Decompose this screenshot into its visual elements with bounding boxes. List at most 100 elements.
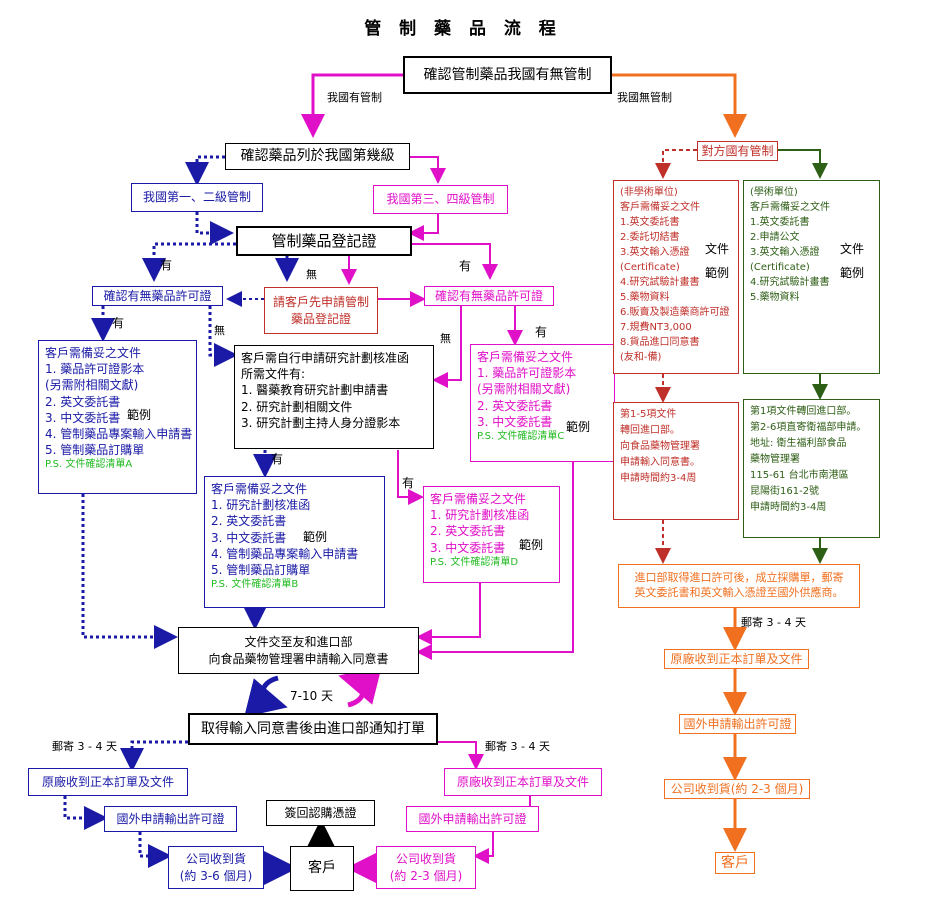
non-academic-line: 8.貨品進口同意書: [620, 337, 700, 348]
return-1-5-line: 申請輸入同意書。: [620, 457, 700, 468]
label-yes-6: 有: [402, 476, 415, 490]
arrow-docsA-submit: [81, 494, 178, 649]
self-apply-head: 客戶需自行申請研究計劃核准函: [241, 351, 410, 365]
docs-a-item: (另需附相關文獻): [45, 378, 139, 393]
docs-a-ps: P.S. 文件確認清單A: [45, 459, 133, 471]
non-academic-box: (非學術單位) 客戶需備妥之文件 1.英文委託書 2.委託切結書 3.英文輸入憑…: [613, 180, 739, 374]
docs-a-item: 3. 中文委託書: [45, 410, 121, 425]
self-apply-sub: 所需文件有:: [241, 367, 306, 382]
arrow-notify-blue: [120, 740, 188, 772]
label-no-2: 無: [214, 324, 225, 337]
non-academic-line: 5.藥物資料: [620, 292, 670, 303]
docs-d-head: 客戶需備妥之文件: [430, 492, 527, 506]
non-academic-line: 3.英文輸入憑證: [620, 247, 690, 258]
page-title: 管 制 藥 品 流 程: [364, 19, 562, 39]
docs-a-head: 客戶需備妥之文件: [45, 346, 142, 360]
docs-a-example: 範例: [127, 408, 152, 422]
arrow-start-right: [612, 73, 747, 138]
docs-b-item: 2. 英文委託書: [211, 514, 287, 529]
docs-d-ps: P.S. 文件確認清單D: [430, 556, 519, 568]
self-apply-item: 1. 醫藥教育研究計劃申請書: [241, 383, 389, 398]
return-gov-box: 第1項文件轉回進口部。 第2-6項直寄衛福部申請。 地址: 衛生福利部食品 藥物…: [743, 399, 880, 538]
docs-a-box: 客戶需備妥之文件 1. 藥品許可證影本 (另需附相關文獻) 2. 英文委託書 3…: [38, 340, 197, 494]
academic-line: 4.研究試驗計畫書: [750, 277, 830, 288]
class-question-box: 確認藥品列於我國第幾級: [225, 143, 410, 170]
non-academic-line: 4.研究試驗計畫書: [620, 277, 700, 288]
label-has-control: 我國有管制: [327, 91, 382, 104]
label-no-3: 無: [440, 332, 451, 345]
arrow-docsC-submit: [416, 462, 574, 660]
arrow-notify-mag: [438, 741, 484, 770]
r-customer-box: 客戶: [715, 852, 755, 874]
apply-register-line1: 請客戶先申請管制: [272, 295, 369, 310]
label-7-10-days: 7-10 天: [290, 689, 334, 703]
docs-c-ps: P.S. 文件確認清單C: [477, 430, 565, 442]
label-yes-5: 有: [271, 452, 284, 466]
export-permit-mag: 國外申請輸出許可證: [406, 806, 539, 832]
docs-c-example: 範例: [566, 420, 591, 434]
docs-c-item: (另需附相關文獻): [477, 382, 571, 397]
recv-mag-line2: (約 2-3 個月): [389, 868, 463, 883]
docs-d-item: 1. 研究計劃核准函: [430, 508, 530, 523]
docs-b-box: 客戶需備妥之文件 1. 研究計劃核准函 2. 英文委託書 3. 中文委託書 4.…: [204, 476, 385, 608]
docs-b-item: 5. 管制藥品訂購單: [211, 562, 311, 577]
non-academic-line: (Certificate): [620, 262, 680, 273]
other-control-box: 對方國有管制: [697, 141, 778, 161]
arrow-docsD-submit: [416, 583, 481, 645]
submit-line2: 向食品藥物管理署申請輸入同意書: [208, 651, 389, 666]
academic-line: 2.申請公文: [750, 232, 800, 243]
docs-b-head: 客戶需備妥之文件: [211, 482, 308, 496]
arrow-class34-register: [408, 214, 439, 241]
return-1-5-box: 第1-5項文件 轉回進口部。 向食品藥物管理署 申請輸入同意書。 申請時間約3-…: [613, 402, 739, 520]
confirm-permit-blue: 確認有無藥品許可證: [92, 286, 223, 306]
docs-b-item: 1. 研究計劃核准函: [211, 498, 311, 513]
docs-d-box: 客戶需備妥之文件 1. 研究計劃核准函 2. 英文委託書 3. 中文委託書 P.…: [423, 486, 560, 583]
r-recv-box: 公司收到貨(約 2-3 個月): [664, 779, 810, 799]
non-academic-doc-label: 文件: [705, 242, 730, 256]
start-box: 確認管制藥品我國有無管制: [403, 56, 612, 94]
docs-a-item: 5. 管制藥品訂購單: [45, 443, 145, 458]
after-permit-box: 進口部取得進口許可後，成立採購單，郵寄 英文委託書和英文輸入憑證至國外供應商。: [618, 564, 860, 608]
loop-mag: [338, 665, 382, 708]
docs-c-item: 3. 中文委託書: [477, 414, 553, 429]
confirm-permit-mag: 確認有無藥品許可證: [424, 286, 554, 306]
class12-box: 我國第一、二級管制: [131, 183, 263, 212]
docs-b-item: 3. 中文委託書: [211, 530, 287, 545]
docs-c-item: 1. 藥品許可證影本: [477, 366, 577, 381]
label-mail-right: 郵寄 3 - 4 天: [741, 616, 806, 629]
academic-line: (學術單位): [750, 187, 798, 198]
docs-d-item: 2. 英文委託書: [430, 524, 506, 539]
recv-mag-line1: 公司收到貨: [395, 852, 456, 867]
return-1-5-line: 第1-5項文件: [620, 409, 677, 420]
label-mail-mid: 郵寄 3 - 4 天: [485, 740, 550, 753]
orig-recv-blue: 原廠收到正本訂單及文件: [28, 768, 188, 796]
sign-receipt-box: 簽回認購憑證: [266, 800, 375, 826]
non-academic-line: 7.規費NT3,000: [620, 322, 692, 333]
customer-box: 客戶: [290, 846, 354, 891]
after-permit-line2: 英文委託書和英文輸入憑證至國外供應商。: [634, 586, 844, 599]
label-yes-1: 有: [160, 258, 173, 272]
non-academic-line: (非學術單位): [620, 187, 678, 198]
return-gov-line: 昆陽街161-2號: [750, 486, 820, 497]
academic-line: 3.英文輸入憑證: [750, 247, 820, 258]
non-academic-line: 6.販賣及製造藥商許可證: [620, 307, 730, 318]
docs-b-example: 範例: [303, 530, 328, 544]
non-academic-line: 2.委託切結書: [620, 232, 680, 243]
return-gov-line: 申請時間約3-4周: [750, 502, 827, 513]
docs-c-head: 客戶需備妥之文件: [477, 350, 574, 364]
academic-ex-label: 範例: [840, 266, 865, 280]
label-no-1: 無: [306, 268, 317, 281]
academic-line: 1.英文委託書: [750, 217, 810, 228]
docs-d-item: 3. 中文委託書: [430, 540, 506, 555]
arrow-to-class12: [185, 155, 225, 186]
class34-box: 我國第三、四級管制: [373, 185, 508, 214]
non-academic-line: 1.英文委託書: [620, 217, 680, 228]
arrow-start-left: [301, 73, 403, 138]
docs-c-box: 客戶需備妥之文件 1. 藥品許可證影本 (另需附相關文獻) 2. 英文委託書 3…: [470, 344, 615, 462]
loop-blue: [244, 675, 288, 718]
docs-b-ps: P.S. 文件確認清單B: [211, 579, 299, 591]
arrow-mag-export-recv: [473, 832, 494, 864]
register-box: 管制藥品登記證: [236, 226, 412, 256]
self-apply-item: 2. 研究計劃相關文件: [241, 399, 353, 414]
